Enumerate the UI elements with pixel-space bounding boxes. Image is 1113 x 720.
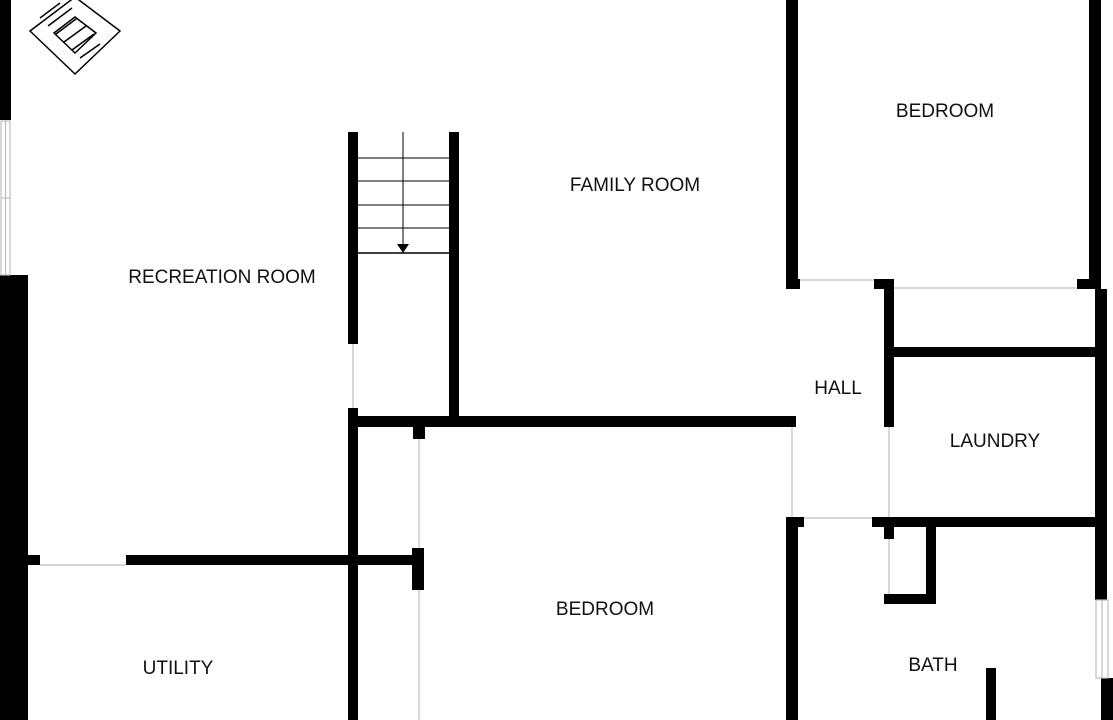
wall-stair-left xyxy=(348,132,358,344)
fireplace-icon xyxy=(28,0,122,76)
wall-bedroom-top-left xyxy=(786,0,798,289)
room-label-recreation-room: RECREATION ROOM xyxy=(128,267,316,288)
wall-bath-left xyxy=(786,517,798,720)
wall-utility-top xyxy=(126,555,416,565)
window-openings xyxy=(0,120,1109,720)
wall-bedroom-top xyxy=(348,416,796,427)
wall-bedroom-door-stub xyxy=(413,427,425,439)
wall-left-top xyxy=(0,0,11,120)
wall-right-upper xyxy=(1089,0,1101,289)
wall-center-vertical xyxy=(348,408,358,720)
room-label-bedroom-bottom: BEDROOM xyxy=(556,599,654,620)
wall-right-middle xyxy=(1095,289,1107,600)
room-label-bedroom-top: BEDROOM xyxy=(896,101,994,122)
wall-laundry-top xyxy=(884,347,1096,357)
wall-closet-right xyxy=(926,527,936,604)
room-labels: BEDROOM FAMILY ROOM RECREATION ROOM HALL… xyxy=(128,101,1040,679)
wall-closet-bottom xyxy=(884,594,936,604)
wall-bath-top xyxy=(872,517,1098,527)
wall-stub-utility-left xyxy=(28,555,40,565)
wall-closet-corner xyxy=(1077,279,1101,289)
stairs xyxy=(358,132,449,254)
wall-stair-right xyxy=(449,132,459,420)
room-label-bath: BATH xyxy=(908,655,957,676)
wall-closet-stub xyxy=(884,527,894,539)
room-label-laundry: LAUNDRY xyxy=(950,431,1041,452)
wall-left-lower xyxy=(0,275,28,720)
room-label-family-room: FAMILY ROOM xyxy=(570,175,700,196)
wall-bath-fixture xyxy=(986,668,996,720)
wall-right-bottom xyxy=(1101,678,1113,720)
wall-bedroom-door-left xyxy=(786,279,800,289)
room-label-utility: UTILITY xyxy=(143,658,214,679)
wall-utility-door-jamb xyxy=(412,548,424,590)
room-label-hall: HALL xyxy=(814,378,862,399)
down-arrow-icon xyxy=(397,244,409,253)
